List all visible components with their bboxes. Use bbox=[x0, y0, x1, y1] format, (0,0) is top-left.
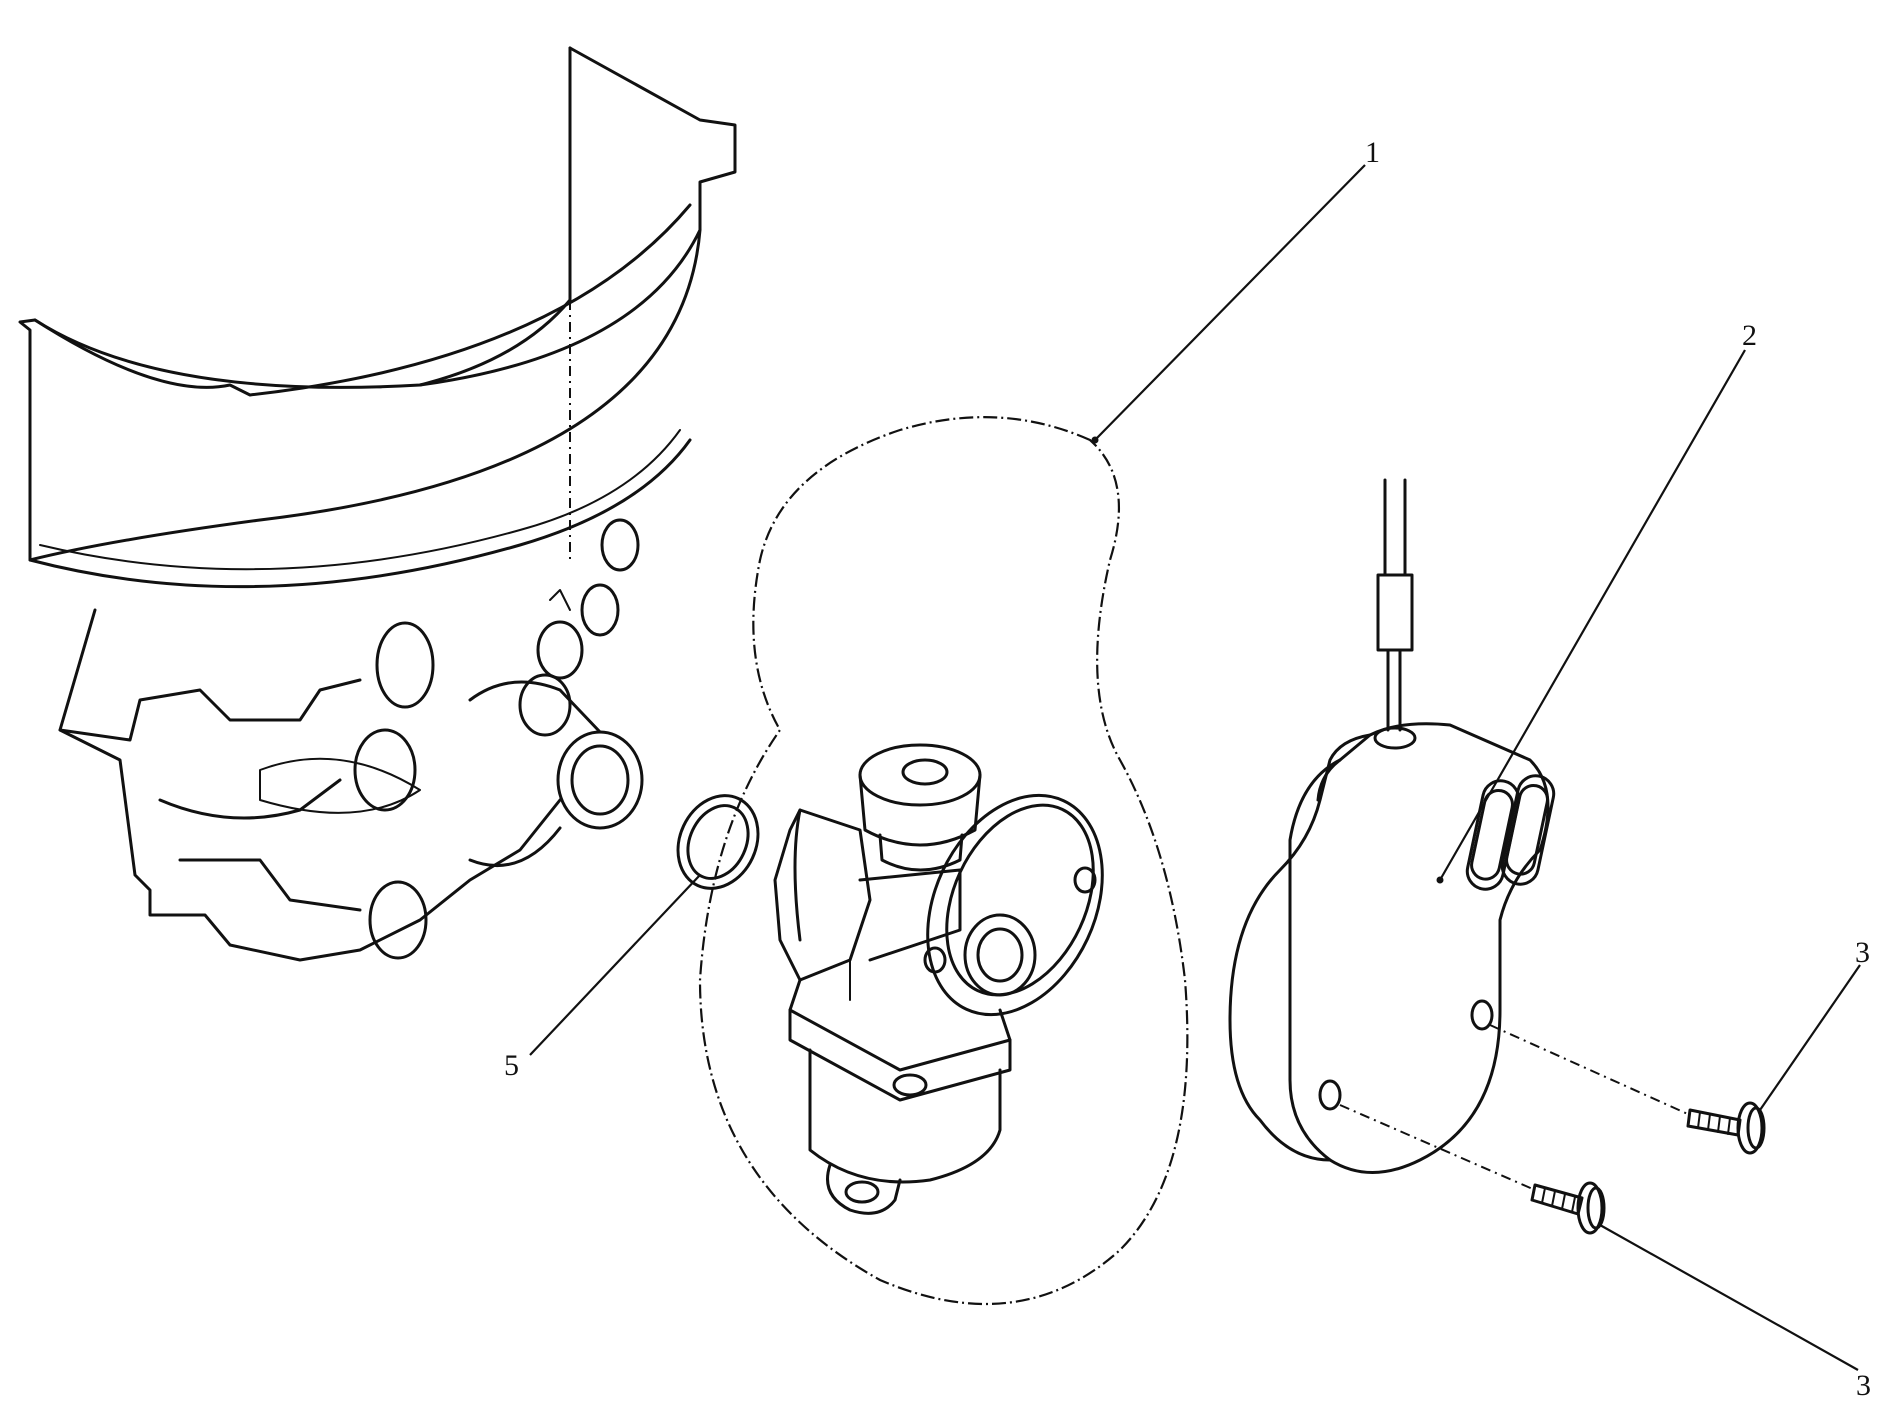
leader-line-3b bbox=[1599, 1224, 1859, 1371]
axis-line-lower bbox=[1339, 1104, 1536, 1191]
pump-housing bbox=[18, 46, 737, 962]
leader-line-5 bbox=[529, 874, 701, 1056]
axis-line-upper bbox=[1489, 1024, 1691, 1116]
cover-plate bbox=[1228, 478, 1556, 1174]
callout-2: 2 bbox=[1742, 319, 1757, 352]
screw-upper bbox=[1686, 1101, 1766, 1155]
screw-lower bbox=[1530, 1181, 1606, 1235]
leader-line-2 bbox=[1439, 349, 1746, 881]
callout-5: 5 bbox=[504, 1049, 519, 1082]
o-ring-part bbox=[676, 794, 760, 890]
assembly-boundary bbox=[698, 416, 1189, 1306]
valve-assembly bbox=[773, 743, 1104, 1215]
callout-3-lower: 3 bbox=[1856, 1369, 1871, 1402]
leader-line-1 bbox=[1094, 164, 1366, 441]
leader-dot-1 bbox=[1091, 436, 1099, 444]
leader-line-3a bbox=[1759, 964, 1861, 1111]
callout-1: 1 bbox=[1365, 136, 1380, 169]
callout-3-upper: 3 bbox=[1855, 936, 1870, 969]
leader-dot-2 bbox=[1436, 876, 1444, 884]
